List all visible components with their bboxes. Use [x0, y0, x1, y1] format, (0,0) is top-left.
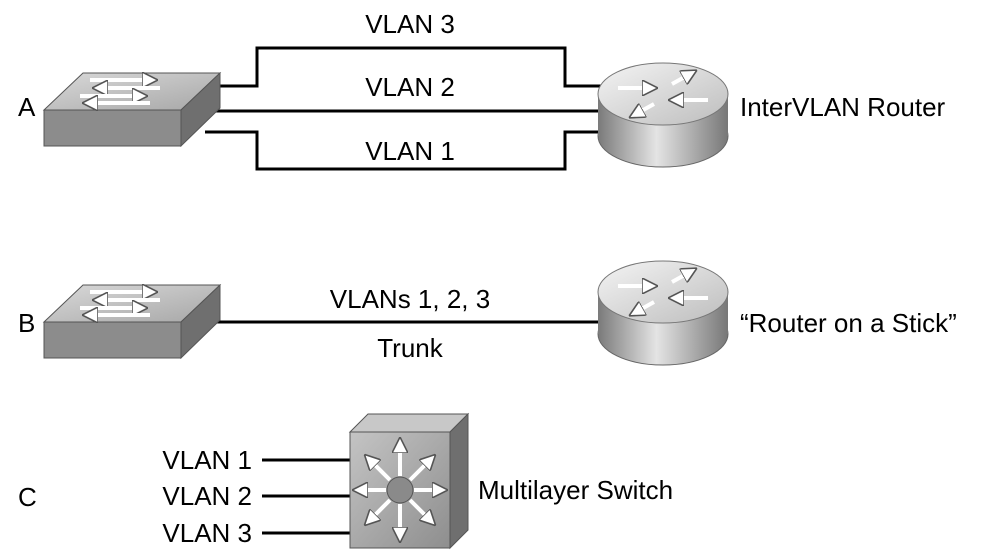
vlan2-label: VLAN 2 [162, 481, 252, 511]
router-on-a-stick-label: “Router on a Stick” [740, 308, 957, 338]
section-b: B VLANs 1, 2, 3 Trunk “Router on a Stick… [18, 260, 957, 366]
intervlan-router-label: InterVLAN Router [740, 92, 946, 122]
vlan1-label: VLAN 1 [365, 136, 455, 166]
vlan1-label: VLAN 1 [162, 445, 252, 475]
multilayer-switch-icon [348, 412, 470, 550]
vlan2-label: VLAN 2 [365, 72, 455, 102]
switch-icon [42, 283, 222, 360]
trunk-vlans-label: VLANs 1, 2, 3 [330, 284, 490, 314]
section-c: C VLAN 1 VLAN 2 VLAN 3 Multilayer Switch [18, 412, 673, 550]
section-c-letter: C [18, 482, 37, 512]
section-a: A VLAN 3 VLAN 2 VLAN 1 I [18, 9, 946, 171]
trunk-label: Trunk [377, 333, 443, 363]
vlan3-label: VLAN 3 [365, 9, 455, 39]
switch-icon [42, 71, 222, 148]
router-icon [597, 260, 729, 366]
router-icon [597, 62, 729, 168]
section-b-letter: B [18, 308, 35, 338]
multilayer-switch-label: Multilayer Switch [478, 475, 673, 505]
vlan3-label: VLAN 3 [162, 518, 252, 548]
vlan1-link [205, 130, 610, 171]
vlan3-link [214, 46, 610, 88]
section-a-letter: A [18, 92, 36, 122]
